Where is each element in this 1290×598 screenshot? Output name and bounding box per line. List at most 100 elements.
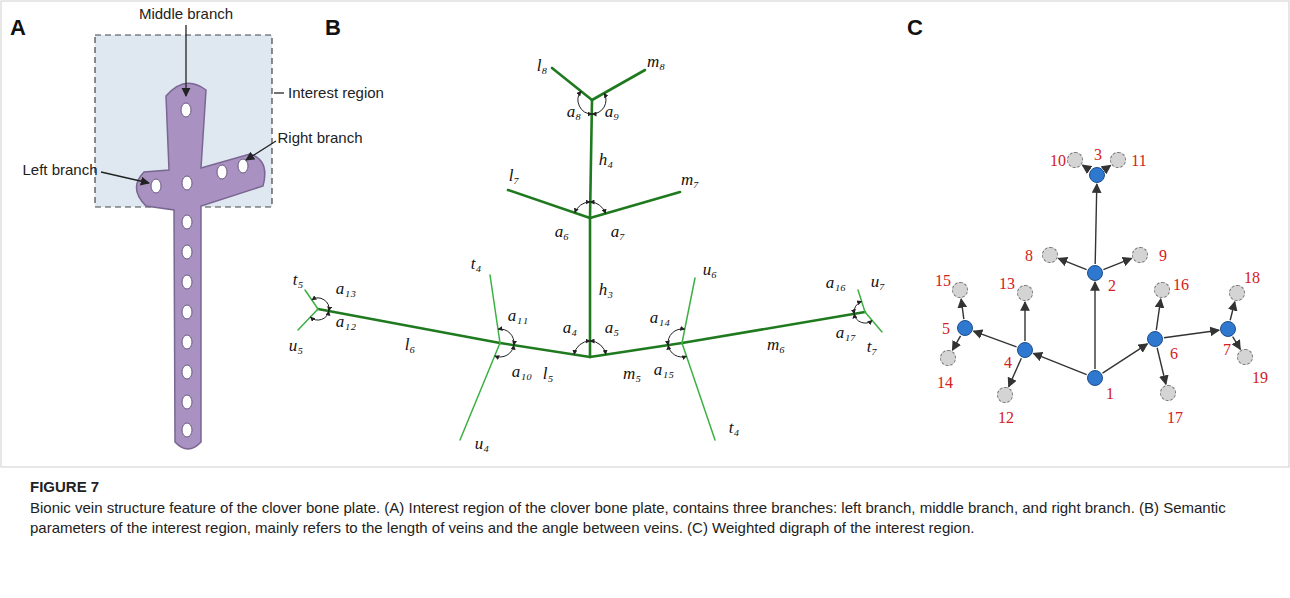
digraph-edge (1094, 282, 1095, 369)
parameter-label: l₈ (537, 57, 548, 76)
parameter-label: m₆ (767, 336, 785, 355)
leaf-node: 10 (1067, 152, 1083, 168)
digraph-edge (1156, 299, 1160, 330)
parameter-label: a₆ (555, 223, 569, 242)
digraph-edge (1230, 302, 1235, 321)
node-number: 19 (1252, 370, 1268, 386)
digraph-edge (1095, 184, 1097, 264)
parameter-label: t₄ (729, 419, 740, 438)
parameter-label: a₁₀ (512, 363, 532, 382)
part-label: Left branch (22, 162, 97, 179)
parameter-label: l₇ (509, 167, 520, 186)
angle-arc (575, 202, 590, 213)
node-number: 2 (1108, 278, 1116, 294)
angle-arc (312, 298, 329, 311)
parameter-label: m₈ (647, 53, 665, 72)
angle-arc (498, 329, 514, 345)
vein-node: 3 (1089, 167, 1105, 183)
angle-arc (590, 341, 606, 354)
leaf-node: 12 (997, 387, 1013, 403)
leaf-node: 15 (952, 282, 968, 298)
parameter-label: a₉ (605, 103, 619, 122)
part-label: Middle branch (139, 6, 233, 23)
parameter-label: t₄ (471, 255, 482, 274)
node-number: 18 (1244, 270, 1260, 286)
parameter-label: u₄ (475, 435, 489, 454)
figure-frame (1, 1, 1289, 467)
leaf-node: 11 (1110, 152, 1126, 168)
angle-arc (854, 302, 862, 314)
parameter-label: t₅ (293, 271, 304, 290)
side-veins (298, 275, 882, 440)
angle-arc (854, 314, 872, 323)
part-label: Interest region (288, 85, 384, 102)
digraph-edge (1103, 344, 1148, 373)
digraph-edge (1164, 330, 1219, 338)
leader-lines (101, 25, 284, 183)
node-number: 15 (935, 273, 951, 289)
figure-caption: Bionic vein structure feature of the clo… (30, 498, 1260, 538)
parameter-label: a₈ (567, 103, 581, 122)
parameter-label: t₇ (867, 338, 878, 357)
parameter-label: h₃ (599, 281, 613, 300)
vein-node: 2 (1087, 265, 1103, 281)
parameter-label: l₅ (543, 365, 554, 384)
digraph-edge (1157, 348, 1166, 385)
bone-plate (136, 83, 264, 449)
digraph-edge (952, 336, 960, 350)
panel-letter: C (907, 16, 923, 40)
leaf-node: 13 (1017, 285, 1033, 301)
parameter-label: h₄ (599, 151, 613, 170)
vein-node: 4 (1017, 342, 1033, 358)
figure-title: FIGURE 7 (30, 478, 99, 495)
parameter-label: a₁₅ (654, 361, 674, 380)
panel-letter: A (10, 16, 26, 40)
digraph-edge (961, 299, 964, 319)
digraph-edge (973, 331, 1016, 347)
parameter-label: u₇ (871, 273, 885, 292)
digraph-edge (1104, 165, 1110, 170)
leaf-node: 9 (1132, 247, 1148, 263)
angle-arc (668, 345, 686, 357)
node-number: 1 (1106, 386, 1114, 402)
parameter-label: m₇ (681, 171, 699, 190)
vein-node: 7 (1220, 321, 1236, 337)
parameter-label: a₇ (611, 223, 625, 242)
leaf-node: 19 (1237, 349, 1253, 365)
main-veins (318, 68, 865, 357)
part-label: Right branch (277, 130, 362, 147)
plate-holes (151, 103, 248, 437)
node-number: 8 (1025, 248, 1033, 264)
parameter-label: a₁₂ (336, 313, 356, 332)
node-number: 11 (1131, 153, 1146, 169)
node-number: 12 (998, 410, 1014, 426)
leaf-node: 8 (1042, 247, 1058, 263)
digraph-edge (1058, 258, 1086, 269)
leaf-node: 17 (1160, 385, 1176, 401)
parameter-label: m₅ (623, 365, 641, 384)
angle-arc (668, 329, 685, 345)
node-number: 14 (937, 375, 953, 391)
parameter-label: a₁₁ (508, 307, 528, 326)
digraph-edge (1082, 165, 1089, 170)
node-number: 6 (1170, 346, 1178, 362)
parameter-label: u₅ (289, 337, 303, 356)
parameter-label: a₁₄ (650, 309, 670, 328)
parameter-label: a₁₃ (336, 280, 356, 299)
angle-arc (574, 341, 590, 354)
angle-arc (590, 202, 605, 214)
angle-arc (495, 345, 514, 357)
vein-node: 1 (1087, 370, 1103, 386)
parameter-label: a₁₇ (836, 324, 856, 343)
node-number: 9 (1159, 248, 1167, 264)
node-number: 17 (1167, 410, 1183, 426)
parameter-label: l₆ (405, 336, 416, 355)
digraph-edge (1103, 258, 1131, 269)
leaf-node: 14 (940, 350, 956, 366)
node-number: 16 (1173, 277, 1189, 293)
parameter-label: a₁₆ (826, 274, 846, 293)
vein-node: 5 (957, 320, 973, 336)
node-number: 13 (999, 276, 1015, 292)
vein-node: 6 (1147, 331, 1163, 347)
node-number: 10 (1050, 153, 1066, 169)
